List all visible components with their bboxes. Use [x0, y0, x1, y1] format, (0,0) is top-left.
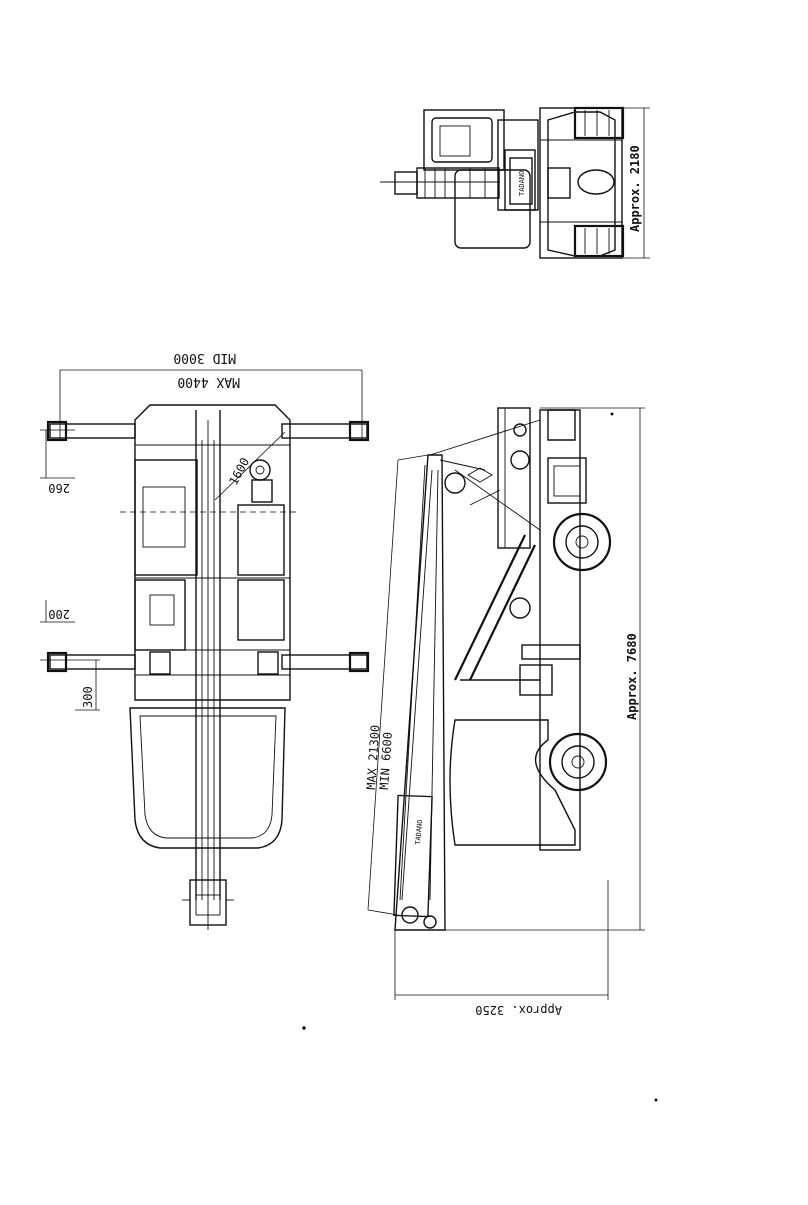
- rear-offset-label: 300: [81, 686, 95, 708]
- front-offset-label: 260: [48, 481, 70, 495]
- speck: [654, 1098, 658, 1102]
- speck: [610, 412, 614, 416]
- overall-length-label: Approx. 7680: [625, 633, 639, 720]
- side-view: Approx. 7680 Approx. 3250: [364, 407, 645, 1017]
- outrigger-max-label: MAX 4400: [177, 374, 240, 389]
- boom-max-label: MAX 21300: [364, 724, 383, 790]
- speck: [302, 1026, 306, 1030]
- rear-width-dimension: Approx. 2180: [628, 145, 642, 232]
- side-offset-label: 200: [48, 607, 70, 621]
- slew-radius-label: 1600: [226, 455, 252, 487]
- overall-height-label: Approx. 3250: [475, 1003, 562, 1017]
- boom-min-label: MIN 6600: [377, 732, 395, 791]
- top-view: MAX 4400 MID 3000 1600: [40, 350, 370, 930]
- rear-brand-logo: TADANO: [518, 171, 526, 196]
- boom-brand-logo: TADANO: [414, 819, 424, 845]
- rear-view: TADANO Approx. 2180: [380, 106, 650, 259]
- outrigger-mid-label: MID 3000: [173, 350, 236, 365]
